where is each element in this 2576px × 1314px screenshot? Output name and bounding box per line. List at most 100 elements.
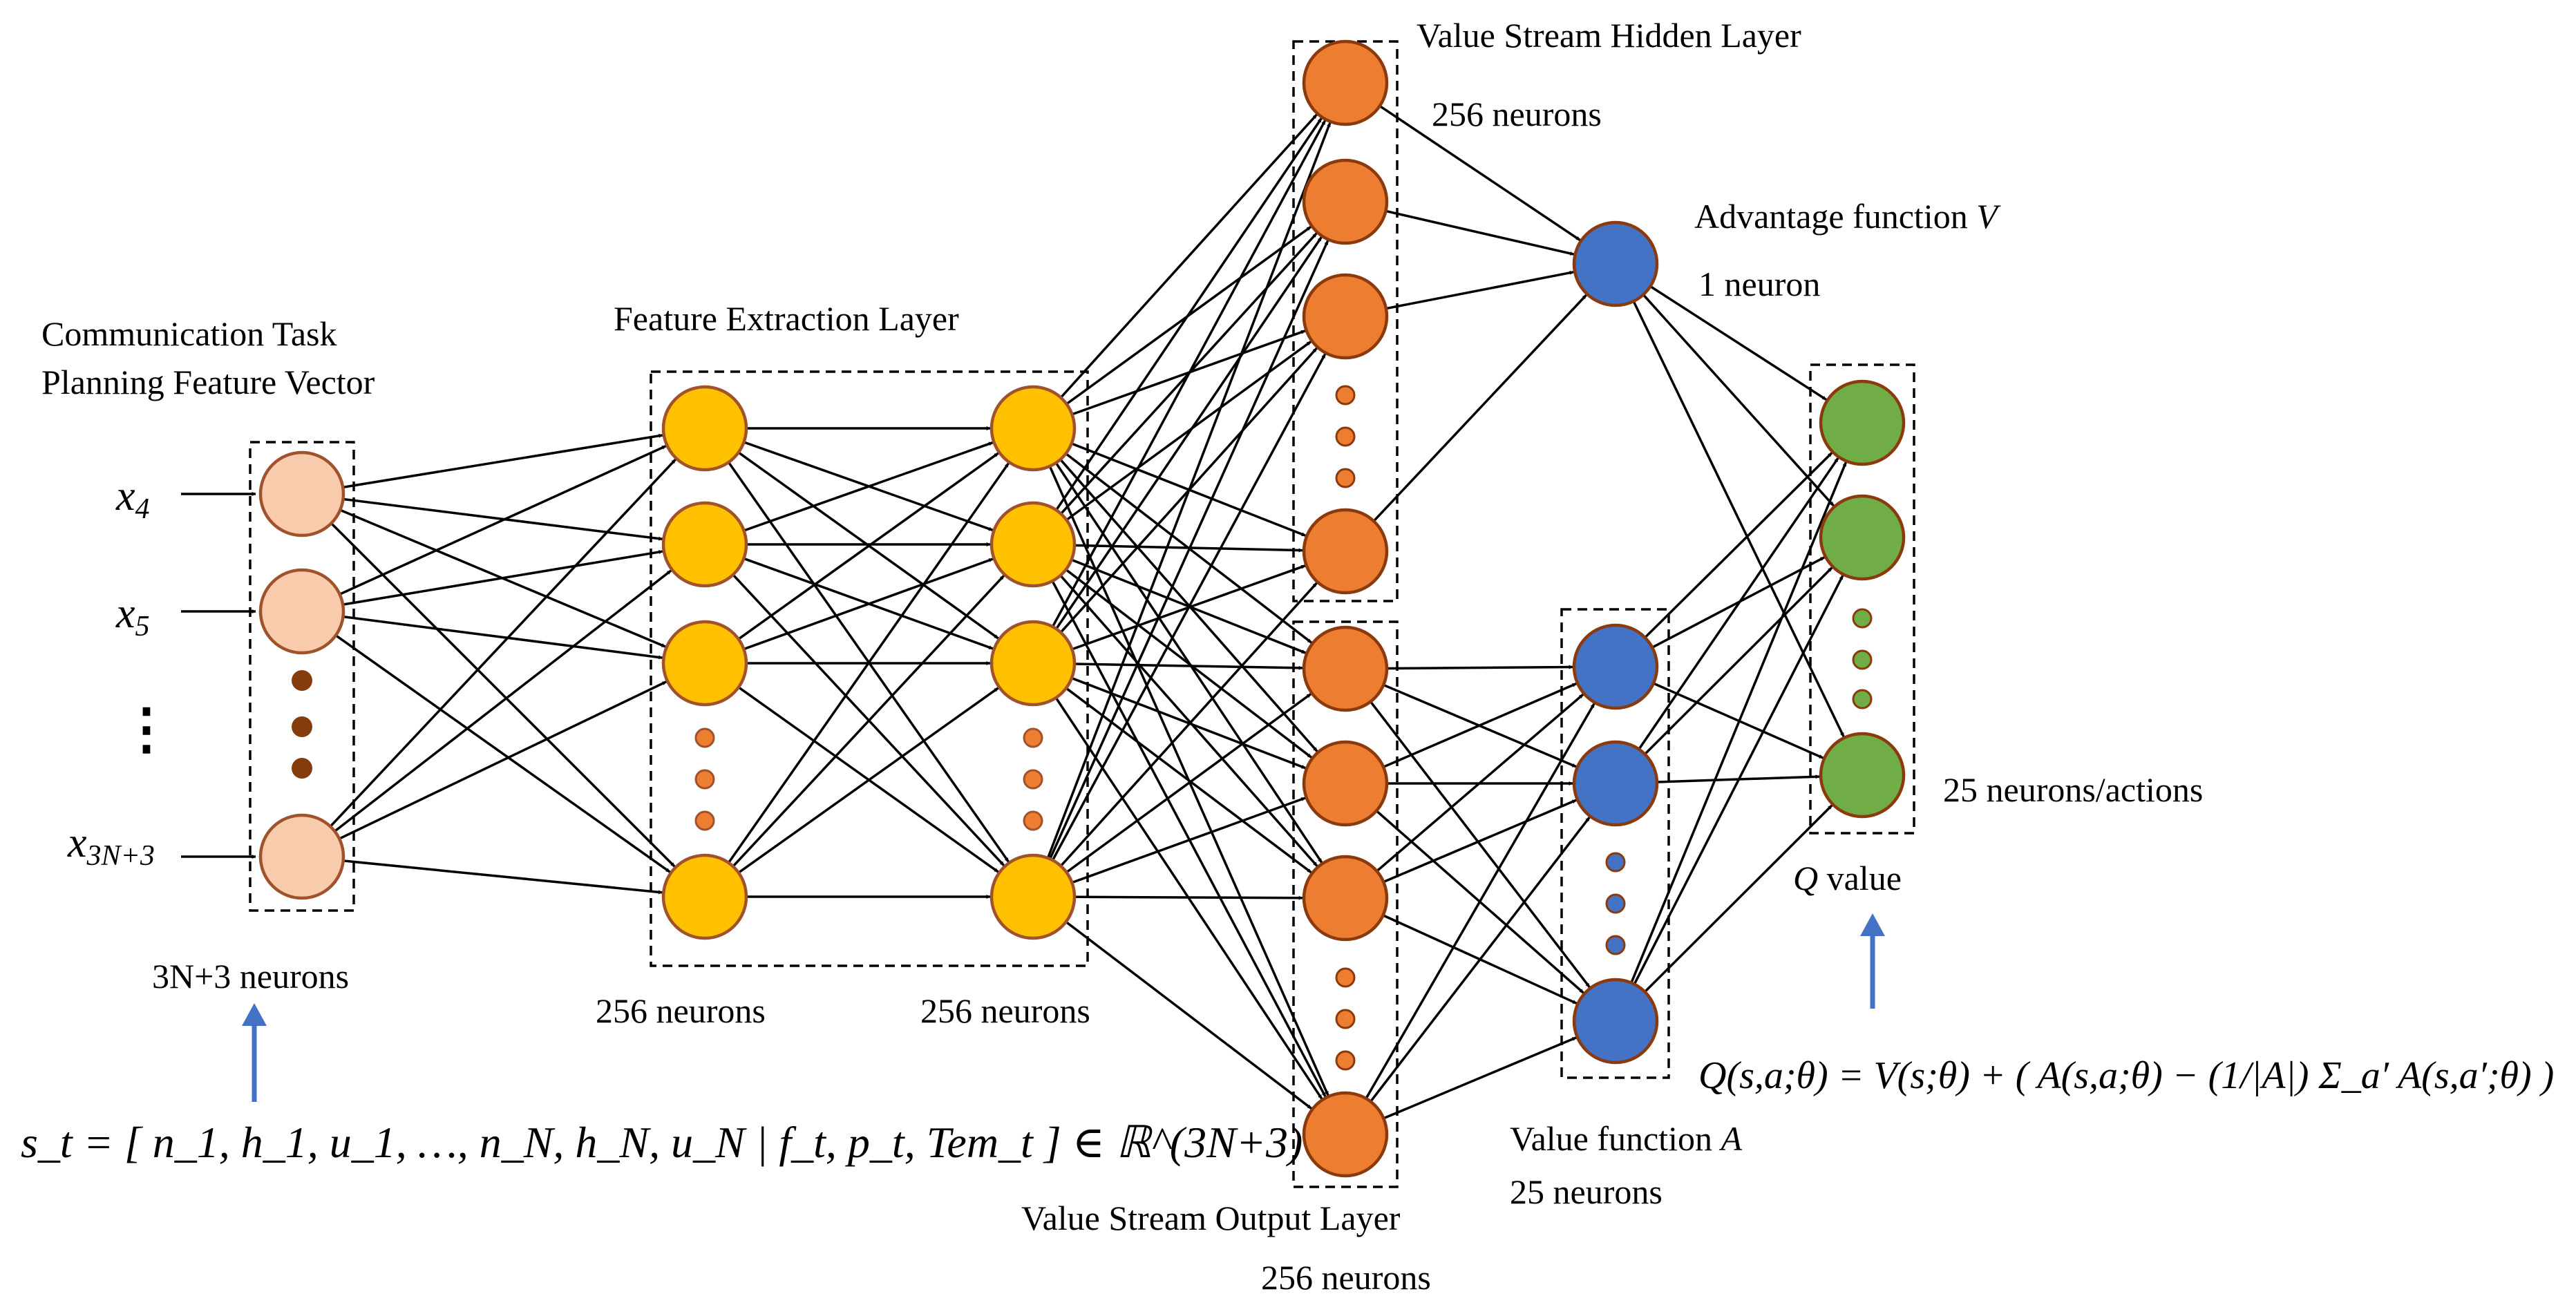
hidden-ellipsis-dot-2 bbox=[1335, 426, 1356, 447]
connection-edge bbox=[329, 458, 676, 828]
connection-edge bbox=[1632, 301, 1845, 737]
connection-edge bbox=[1055, 236, 1323, 630]
input-arrows bbox=[181, 492, 256, 859]
hidden-neuron-4 bbox=[1302, 508, 1389, 595]
val-neuron-3 bbox=[1572, 978, 1659, 1065]
val-ellipsis-dot-2 bbox=[1605, 893, 1626, 914]
connection-edge bbox=[334, 569, 672, 832]
feature-layer-box bbox=[650, 370, 1089, 967]
q-neuron-2 bbox=[1819, 494, 1906, 581]
connection-edge bbox=[743, 441, 994, 532]
feat1-ellipsis-dot-3 bbox=[694, 810, 715, 831]
value-function-box bbox=[1560, 608, 1670, 1079]
connection-edge bbox=[1644, 804, 1833, 993]
val-ellipsis-dot-3 bbox=[1605, 935, 1626, 955]
output-layer-box bbox=[1292, 620, 1399, 1188]
connection-edge bbox=[1066, 693, 1311, 874]
connection-edge bbox=[1059, 113, 1318, 399]
connection-edge bbox=[1372, 294, 1587, 522]
state-up-arrowhead bbox=[242, 1003, 267, 1026]
hidden-neuron-3 bbox=[1302, 273, 1389, 360]
hidden-neuron-1 bbox=[1302, 39, 1389, 126]
q-ellipsis-dot-3 bbox=[1852, 689, 1873, 710]
output-neuron-3 bbox=[1302, 855, 1389, 942]
connection-edge bbox=[1376, 694, 1584, 873]
connection-edge bbox=[1379, 104, 1581, 241]
q-value-count: 25 neurons/actions bbox=[1943, 770, 2203, 809]
connection-edge bbox=[1059, 582, 1318, 867]
input-neuron-3 bbox=[258, 813, 345, 900]
connection-edge bbox=[1386, 665, 1573, 670]
connection-edge bbox=[1630, 461, 1847, 984]
connection-edge bbox=[1385, 270, 1574, 310]
q-value-box bbox=[1809, 363, 1915, 835]
feat2-neuron-3 bbox=[989, 620, 1077, 707]
connection-edge bbox=[1383, 682, 1577, 768]
connection-edge bbox=[343, 615, 663, 660]
advantage-function-count: 1 neuron bbox=[1698, 265, 1820, 303]
connection-edge bbox=[1046, 122, 1332, 859]
output-ellipsis-dot-1 bbox=[1335, 967, 1356, 988]
connection-edge bbox=[1065, 920, 1312, 1110]
feat2-neuron-2 bbox=[989, 501, 1077, 588]
feat1-neuron-3 bbox=[661, 620, 748, 707]
connection-edge bbox=[1644, 566, 1833, 755]
input-x5-label: x5 bbox=[115, 590, 150, 642]
q-value-title: Q value bbox=[1793, 859, 1902, 897]
input-layer-box bbox=[249, 441, 355, 912]
hidden-ellipsis-dot-1 bbox=[1335, 385, 1356, 406]
hidden-neuron-2 bbox=[1302, 158, 1389, 245]
input-ellipsis-dot-3 bbox=[292, 758, 312, 779]
connection-edge bbox=[1644, 452, 1833, 639]
neuron-nodes bbox=[258, 39, 1906, 1178]
connection-edge bbox=[1055, 117, 1323, 511]
input-neuron-2 bbox=[258, 568, 345, 655]
connection-edge bbox=[1365, 703, 1595, 1099]
connection-edge bbox=[737, 687, 999, 874]
connection-edge bbox=[737, 452, 999, 640]
value-function-title: Value function A bbox=[1510, 1119, 1742, 1158]
connection-edges bbox=[329, 104, 1847, 1120]
output-neuron-2 bbox=[1302, 740, 1389, 827]
connection-edge bbox=[727, 462, 1010, 864]
val-ellipsis-dot-1 bbox=[1605, 852, 1626, 873]
q-ellipsis-dot-2 bbox=[1852, 649, 1873, 670]
input-layer-title-line1: Communication Task bbox=[41, 314, 337, 353]
connection-edge bbox=[1370, 817, 1591, 1103]
connection-edge bbox=[1074, 663, 1303, 670]
advantage-function-title: Advantage function V bbox=[1694, 197, 2001, 236]
connection-edge bbox=[1051, 580, 1327, 1098]
val-neuron-1 bbox=[1572, 623, 1659, 710]
connection-edge bbox=[339, 680, 667, 840]
connection-edge bbox=[1065, 453, 1312, 644]
connection-edge bbox=[1048, 240, 1329, 859]
feature-layer-2-count: 256 neurons bbox=[920, 991, 1090, 1030]
adv-neuron-1 bbox=[1572, 220, 1659, 307]
connection-edge bbox=[1065, 569, 1312, 759]
connection-edge bbox=[1071, 558, 1307, 654]
input-xlast-label: x3N+3 bbox=[67, 819, 155, 872]
connection-edge bbox=[1385, 209, 1575, 256]
feat2-ellipsis-dot-1 bbox=[1023, 727, 1043, 748]
output-neuron-1 bbox=[1302, 625, 1389, 712]
feat1-neuron-4 bbox=[661, 853, 748, 940]
connection-edge bbox=[743, 558, 994, 651]
connection-edge bbox=[343, 859, 663, 895]
feat1-ellipsis-dot-1 bbox=[694, 727, 715, 748]
output-layer-count: 256 neurons bbox=[1261, 1258, 1431, 1297]
q-neuron-1 bbox=[1819, 379, 1906, 466]
feat1-ellipsis-dot-2 bbox=[694, 769, 715, 790]
q-up-arrowhead bbox=[1860, 913, 1885, 936]
q-ellipsis-dot-1 bbox=[1852, 608, 1873, 629]
connection-edge bbox=[1383, 799, 1577, 884]
connection-edge bbox=[339, 445, 667, 596]
output-neuron-4 bbox=[1302, 1091, 1389, 1178]
hidden-ellipsis-dot-3 bbox=[1335, 468, 1356, 488]
connection-edge bbox=[342, 550, 663, 606]
output-layer-title: Value Stream Output Layer bbox=[1021, 1199, 1401, 1237]
connection-edge bbox=[1065, 687, 1312, 874]
output-ellipsis-dot-2 bbox=[1335, 1009, 1356, 1029]
connection-edge bbox=[1633, 575, 1844, 985]
input-ellipsis-dot-2 bbox=[292, 716, 312, 737]
